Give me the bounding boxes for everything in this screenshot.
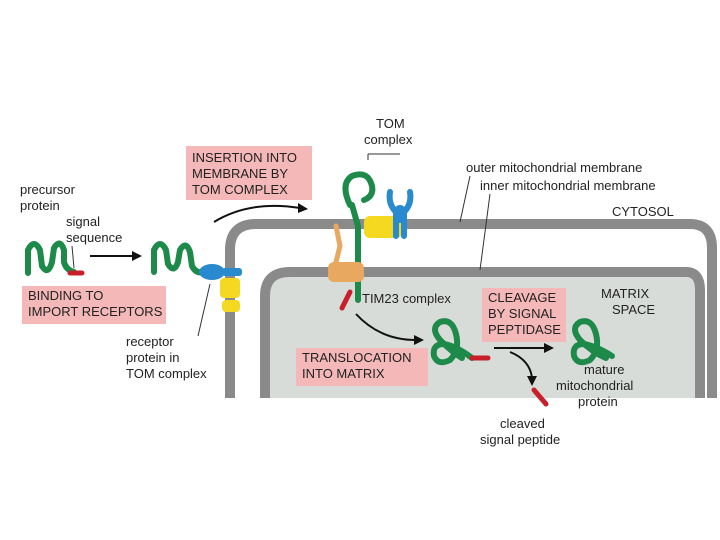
precursor-protein: [25, 240, 77, 276]
arrow-step4-head: [544, 343, 554, 353]
matrix-protein: [430, 318, 475, 366]
arrow-cleaved-head: [527, 376, 537, 386]
inner-membrane: [260, 267, 705, 398]
receptor-pointer: [197, 283, 211, 337]
tom-complex: [364, 216, 402, 238]
tim23-channel: [333, 223, 343, 265]
mature-protein: [570, 318, 615, 366]
insertion-label: INSERTION INTO MEMBRANE BY TOM COMPLEX: [192, 150, 301, 197]
translocation-label-box: [296, 348, 428, 386]
cleaved-peptide-label: cleaved signal peptide: [480, 416, 560, 447]
outer-membrane-label: outer mitochondrial membrane: [466, 160, 642, 175]
arrow-step3-head: [414, 335, 424, 345]
arrow-step2: [213, 204, 301, 223]
import-receptor: [199, 264, 225, 280]
outer-membrane-pointer: [459, 175, 471, 223]
binding-label-box: [22, 286, 166, 324]
signal-sequence-pointer: [71, 245, 75, 269]
arrow-step1-head: [132, 251, 142, 261]
inner-membrane-pointer: [479, 193, 491, 271]
precursor-label: precursor protein: [20, 182, 79, 213]
inner-membrane-label: inner mitochondrial membrane: [480, 178, 656, 193]
signal-sequence-label: signal sequence: [66, 214, 122, 245]
cleavage-label: CLEAVAGE BY SIGNAL PEPTIDASE: [488, 290, 561, 337]
translocating-signal: [339, 289, 353, 311]
tom-receptor-base: [393, 205, 407, 223]
binding-protein: [151, 241, 207, 276]
arrow-step3: [355, 313, 417, 341]
receptor-label: receptor protein in TOM complex: [126, 334, 207, 381]
outer-membrane: [225, 219, 717, 398]
insertion-label-box: [186, 146, 312, 200]
matrix-space-label: MATRIX SPACE: [601, 286, 655, 317]
mature-protein-label: mature mitochondrial protein: [556, 362, 637, 409]
cleaved-signal-peptide: [531, 387, 549, 407]
import-receptor-stem: [222, 268, 242, 276]
tim23-complex: [328, 262, 364, 282]
tom-complex-small-top: [220, 278, 240, 298]
tom-complex-label: TOM complex: [364, 116, 413, 147]
translocation-label: TRANSLOCATION INTO MATRIX: [302, 350, 415, 381]
tim23-label: TIM23 complex: [362, 291, 451, 306]
tom-complex-small-bottom: [222, 300, 240, 312]
cleavage-label-box: [482, 288, 566, 342]
binding-label: BINDING TO IMPORT RECEPTORS: [28, 288, 163, 319]
arrow-step2-head: [298, 203, 308, 213]
arrow-cleaved: [509, 351, 533, 379]
cytosol-label: CYTOSOL: [612, 204, 674, 219]
